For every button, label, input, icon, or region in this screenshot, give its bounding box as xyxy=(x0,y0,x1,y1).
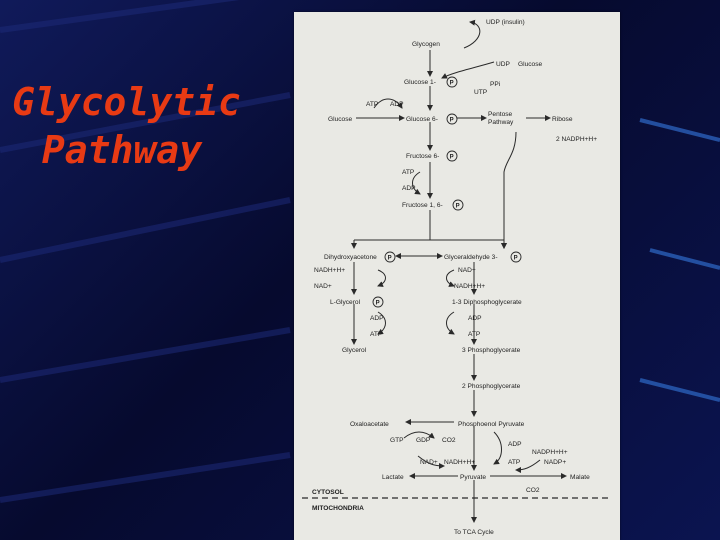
label-co2-b: CO2 xyxy=(526,487,540,494)
phosphate-icon xyxy=(446,113,458,125)
label-adp-right: ADP xyxy=(468,315,482,322)
label-atp-left: ATP xyxy=(370,331,383,338)
label-2-phosphoglycerate: 2 Phosphoglycerate xyxy=(462,383,521,390)
label-ppi: PPi xyxy=(490,81,501,88)
phosphate-label: P xyxy=(388,255,392,261)
label-gdp: GDP xyxy=(416,437,431,444)
phosphate-icon xyxy=(452,199,464,211)
phosphate-icon xyxy=(446,76,458,88)
label-malate: Malate xyxy=(570,474,590,481)
phosphate-label: P xyxy=(514,255,518,261)
label-pyruvate: Pyruvate xyxy=(460,474,486,481)
label-utp: UTP xyxy=(474,89,488,96)
label-adp-f: ADP xyxy=(402,185,416,192)
phosphate-label: P xyxy=(450,154,454,160)
label-glucose: Glucose xyxy=(328,116,353,123)
phosphate-label: P xyxy=(456,203,460,209)
title-line-2: Pathway xyxy=(41,128,203,172)
phosphate-icon xyxy=(446,150,458,162)
label-dihydroxyacetone: Dihydroxyacetone xyxy=(324,254,377,261)
label-nadph-2: 2 NADPH+H+ xyxy=(556,136,597,143)
label-oxaloacetate: Oxaloacetate xyxy=(350,421,389,428)
label-nadhh-right: NADH+H+ xyxy=(454,283,485,290)
label-glyceraldehyde-3: Glyceraldehyde 3- xyxy=(444,254,498,261)
label-co2-a: CO2 xyxy=(442,437,456,444)
phosphate-label: P xyxy=(376,300,380,306)
label-3-phosphoglycerate: 3 Phosphoglycerate xyxy=(462,347,521,354)
label-nad-p: NAD+ xyxy=(420,459,438,466)
label-adp-left: ADP xyxy=(370,315,384,322)
label-adp-p: ADP xyxy=(508,441,522,448)
label-adp-top: ADP xyxy=(390,101,404,108)
label-atp-top: ATP xyxy=(366,101,379,108)
label-nadp: NADP+ xyxy=(544,459,566,466)
label-fructose-6: Fructose 6- xyxy=(406,153,439,160)
label-l-glycerol: L-Glycerol xyxy=(330,299,361,306)
phosphate-label: P xyxy=(450,117,454,123)
phosphate-icon xyxy=(510,251,522,263)
label-to-tca-cycle: To TCA Cycle xyxy=(454,529,494,536)
label-nad-right: NAD+ xyxy=(458,267,476,274)
title-line-1: Glycolytic xyxy=(12,80,241,124)
phosphate-label: P xyxy=(450,80,454,86)
label-diphosphoglycerate: 1-3 Diphosphoglycerate xyxy=(452,299,522,306)
label-ribose: Ribose xyxy=(552,116,573,123)
label-nad-left: NAD+ xyxy=(314,283,332,290)
label-pathway: Pathway xyxy=(488,119,514,126)
label-nadhh-left: NADH+H+ xyxy=(314,267,345,274)
label-phosphoenol-pyruvate: Phosphoenol Pyruvate xyxy=(458,421,525,428)
label-pentose: Pentose xyxy=(488,111,513,118)
label-glycerol: Glycerol xyxy=(342,347,367,354)
label-nadphh: NADPH+H+ xyxy=(532,449,568,456)
label-udp-insulin: UDP (insulin) xyxy=(486,19,525,26)
label-fructose-16: Fructose 1, 6- xyxy=(402,202,443,209)
label-mitochondria: MITOCHONDRIA xyxy=(312,505,364,512)
slide-title: Glycolytic Pathway xyxy=(12,78,241,174)
label-gtp: GTP xyxy=(390,437,404,444)
pathway-diagram-panel: Glycogen UDP (insulin) UDP Glucose Gluco… xyxy=(294,12,620,540)
label-glucose-6: Glucose 6- xyxy=(406,116,438,123)
label-atp-f: ATP xyxy=(402,169,415,176)
label-udp-glucose: Glucose xyxy=(518,61,543,68)
label-atp-right: ATP xyxy=(468,331,481,338)
label-glucose-1: Glucose 1- xyxy=(404,79,436,86)
label-nadhh-p: NADH+H+ xyxy=(444,459,475,466)
label-cytosol: CYTOSOL xyxy=(312,489,344,496)
phosphate-icon xyxy=(372,296,384,308)
pathway-diagram: Glycogen UDP (insulin) UDP Glucose Gluco… xyxy=(302,19,612,536)
label-udp: UDP xyxy=(496,61,511,68)
label-lactate: Lactate xyxy=(382,474,404,481)
label-atp-p: ATP xyxy=(508,459,521,466)
phosphate-icon xyxy=(384,251,396,263)
label-glycogen: Glycogen xyxy=(412,41,440,48)
